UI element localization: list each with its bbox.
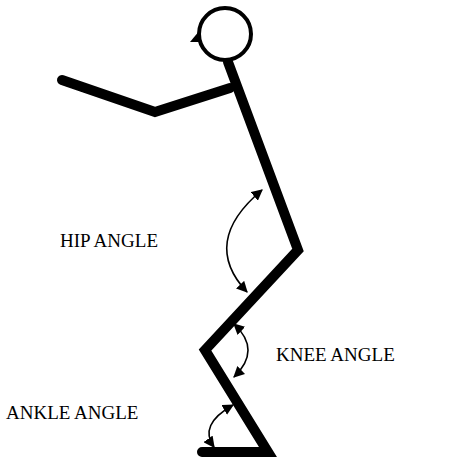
angle-label: ANKLE ANGLE <box>6 403 138 422</box>
hip-angle-arc <box>227 190 262 292</box>
nose-mark <box>190 30 201 42</box>
knee-angle-arc <box>234 324 248 377</box>
angle-label: HIP ANGLE <box>60 231 158 250</box>
body-leg-line <box>202 62 298 452</box>
arm-line <box>62 80 230 112</box>
angle-label: KNEE ANGLE <box>276 345 395 364</box>
ankle-angle-arc <box>209 405 233 447</box>
head-circle <box>199 8 251 60</box>
